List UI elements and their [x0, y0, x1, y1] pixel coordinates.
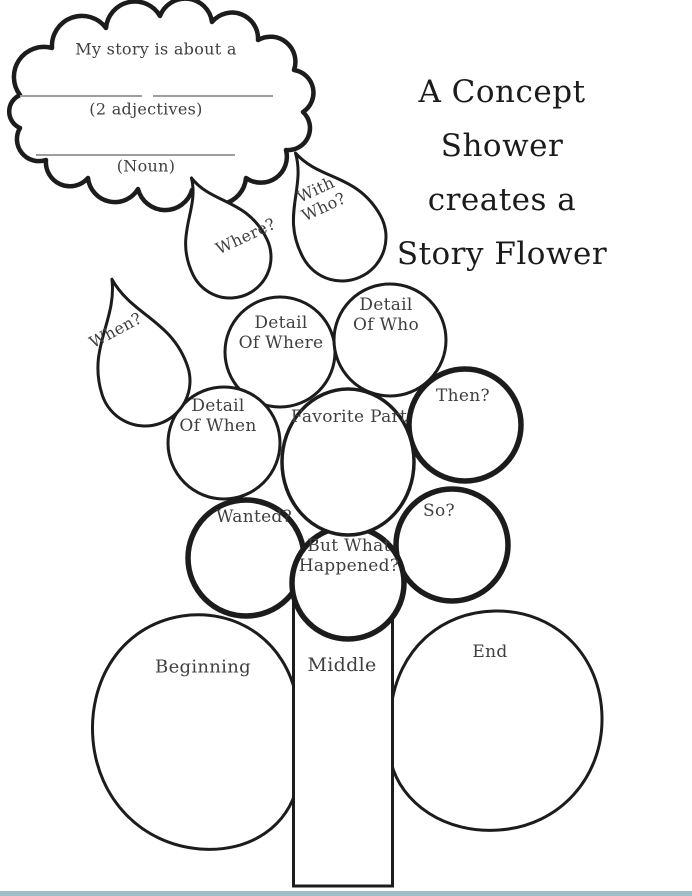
petal-wanted	[185, 497, 307, 619]
petal-but-what-happened	[289, 524, 407, 642]
petal-detail-of-when	[166, 385, 282, 501]
page-title-line-1: A Concept Shower	[418, 74, 586, 164]
petal-so	[393, 486, 511, 604]
raindrop-with-who	[291, 151, 388, 283]
page-bottom-scan-edge	[0, 891, 692, 896]
petal-detail-of-who	[332, 282, 448, 398]
cloud-shape	[6, 0, 316, 213]
raindrop-where	[184, 176, 273, 300]
petal-then	[406, 366, 524, 484]
leaf-end	[387, 609, 604, 832]
page-title-line-2: creates a	[427, 182, 577, 218]
leaf-beginning	[90, 613, 300, 851]
raindrop-when	[96, 277, 192, 428]
flower-center	[280, 387, 416, 537]
page-title-line-3: Story Flower	[396, 236, 608, 272]
page-title: A Concept Shower creates a Story Flower	[362, 65, 642, 281]
